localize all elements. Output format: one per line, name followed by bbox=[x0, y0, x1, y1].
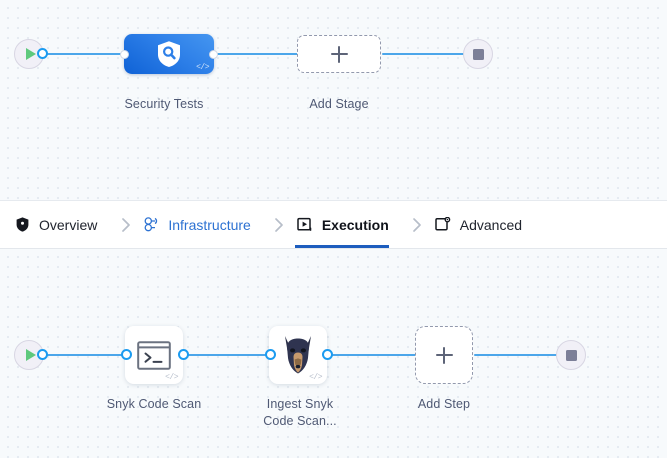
step1-label: Snyk Code Scan bbox=[106, 397, 202, 411]
start-output-port[interactable] bbox=[37, 48, 48, 59]
step1-output-port[interactable] bbox=[178, 349, 189, 360]
execution-start-output-port[interactable] bbox=[37, 349, 48, 360]
tab-execution[interactable]: Execution bbox=[294, 201, 403, 248]
execution-play-box-icon bbox=[297, 216, 314, 233]
terminal-icon bbox=[137, 340, 171, 370]
wire-add-to-end bbox=[382, 53, 472, 55]
step1-code-badge: </> bbox=[165, 373, 178, 382]
shield-search-icon bbox=[158, 41, 180, 67]
step-node-ingest-snyk-code-scan[interactable]: </> bbox=[269, 326, 327, 384]
wire-add-to-end bbox=[474, 354, 566, 356]
step1-input-port[interactable] bbox=[121, 349, 132, 360]
stage-input-port[interactable] bbox=[120, 50, 129, 59]
wire-stage-to-add bbox=[210, 53, 300, 55]
step2-output-port[interactable] bbox=[322, 349, 333, 360]
tab-advanced-label: Advanced bbox=[459, 216, 523, 233]
step-node-snyk-code-scan[interactable]: </> bbox=[125, 326, 183, 384]
tab-overview[interactable]: Overview bbox=[12, 201, 111, 248]
pipeline-end-node[interactable] bbox=[463, 39, 493, 69]
tab-execution-label: Execution bbox=[321, 216, 389, 233]
add-step-button[interactable] bbox=[415, 326, 473, 384]
tab-infrastructure-label: Infrastructure bbox=[168, 216, 251, 233]
add-stage-label: Add Stage bbox=[309, 97, 369, 111]
tab-infrastructure[interactable]: Infrastructure bbox=[141, 201, 264, 248]
advanced-gear-box-icon bbox=[435, 216, 452, 233]
chevron-right-icon bbox=[111, 201, 141, 248]
plus-icon bbox=[435, 346, 453, 364]
add-stage-button[interactable] bbox=[297, 35, 381, 73]
stage-code-badge: </> bbox=[196, 63, 209, 72]
doberman-logo-icon bbox=[285, 336, 311, 374]
wire-start-to-step1 bbox=[40, 354, 132, 356]
stage-canvas[interactable]: </> Security Tests Add Stage bbox=[0, 0, 667, 200]
execution-canvas[interactable]: </> Snyk Code Scan </> Ingest Snyk Code … bbox=[0, 249, 667, 458]
step2-label: Ingest Snyk Code Scan... bbox=[263, 397, 337, 428]
plus-icon bbox=[330, 45, 348, 63]
wire-start-to-stage bbox=[40, 53, 132, 55]
chevron-right-icon bbox=[403, 201, 433, 248]
play-icon bbox=[25, 48, 36, 60]
wire-step1-to-step2 bbox=[182, 354, 274, 356]
stage-label: Security Tests bbox=[124, 97, 204, 111]
step2-input-port[interactable] bbox=[265, 349, 276, 360]
stage-output-port[interactable] bbox=[209, 50, 218, 59]
add-step-label: Add Step bbox=[417, 397, 471, 411]
stage-node-security-tests[interactable]: </> bbox=[124, 34, 214, 74]
chevron-right-icon bbox=[265, 201, 295, 248]
pipeline-section-tabs[interactable]: Overview Infrastructure bbox=[0, 200, 667, 249]
shield-icon bbox=[14, 216, 31, 233]
infrastructure-nodes-icon bbox=[143, 216, 160, 233]
step2-code-badge: </> bbox=[309, 373, 322, 382]
execution-end-node[interactable] bbox=[556, 340, 586, 370]
tab-advanced[interactable]: Advanced bbox=[433, 201, 536, 248]
stop-icon bbox=[565, 349, 577, 361]
stop-icon bbox=[472, 48, 484, 60]
tab-overview-label: Overview bbox=[39, 216, 98, 233]
wire-step2-to-add bbox=[326, 354, 418, 356]
play-icon bbox=[25, 349, 36, 361]
